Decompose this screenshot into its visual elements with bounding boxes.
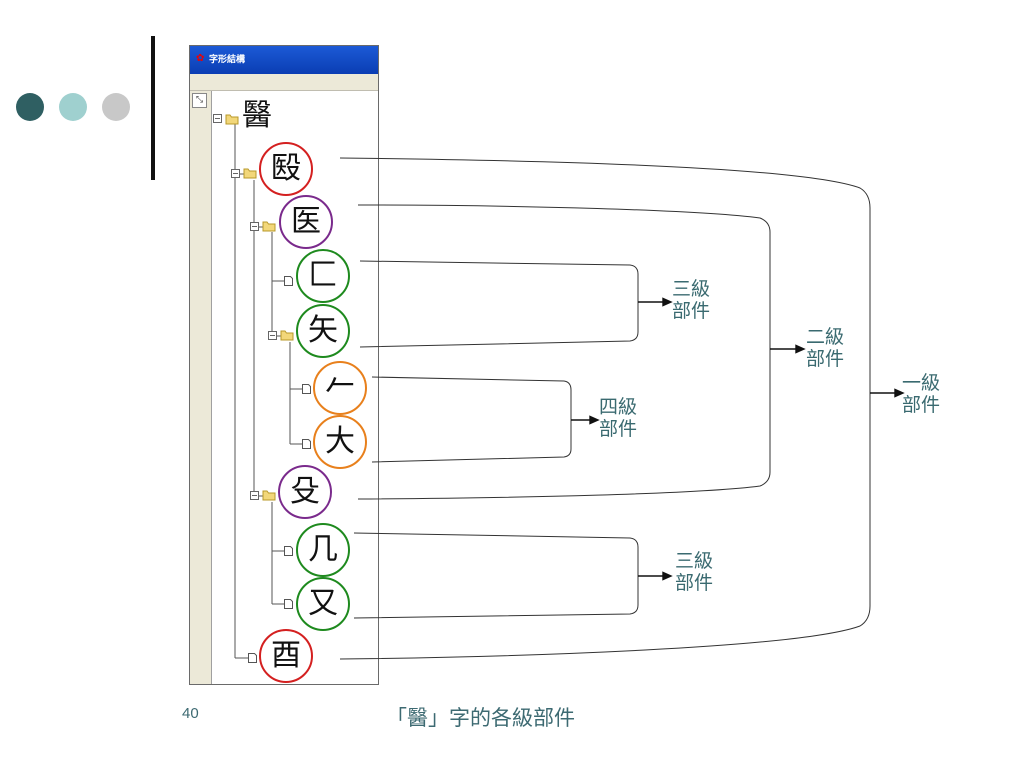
tree-node-level3[interactable]: 又 bbox=[296, 577, 350, 631]
label-level3-bottom: 三級 部件 bbox=[675, 550, 713, 594]
label-line: 部件 bbox=[902, 394, 941, 416]
label-level4: 四級 部件 bbox=[599, 396, 637, 440]
decor-dot-gray bbox=[102, 93, 130, 121]
window-title: 字形結構 bbox=[209, 55, 246, 65]
decor-dot-teal bbox=[59, 93, 87, 121]
label-line: 三級 bbox=[672, 278, 711, 300]
window-titlebar[interactable]: ✿ 字形結構 bbox=[190, 46, 378, 74]
label-line: 部件 bbox=[675, 572, 714, 594]
decor-vertical-bar bbox=[151, 36, 155, 180]
pointer-tool-icon[interactable]: ⤡ bbox=[192, 93, 207, 108]
tree-node-level2[interactable]: 殳 bbox=[278, 465, 332, 519]
file-icons bbox=[248, 276, 311, 663]
tree-node-level2[interactable]: 医 bbox=[279, 195, 333, 249]
menu-strip bbox=[190, 74, 378, 91]
arrow-icons bbox=[571, 297, 905, 581]
label-line: 三級 bbox=[675, 550, 714, 572]
tree-node-level3[interactable]: 几 bbox=[296, 523, 350, 577]
decor-dot-dark bbox=[16, 93, 44, 121]
label-line: 部件 bbox=[806, 348, 845, 370]
label-line: 部件 bbox=[599, 418, 638, 440]
label-line: 一級 bbox=[902, 372, 941, 394]
label-level3-top: 三級 部件 bbox=[672, 278, 710, 322]
tree-node-level1[interactable]: 殹 bbox=[259, 142, 313, 196]
tree-node-level3[interactable]: 匚 bbox=[296, 249, 350, 303]
tree-node-level4[interactable]: 大 bbox=[313, 415, 367, 469]
tree-root-char[interactable]: 醫 bbox=[242, 98, 272, 133]
slide-caption: 「醫」字的各級部件 bbox=[386, 706, 575, 730]
page-number: 40 bbox=[182, 705, 199, 722]
label-line: 二級 bbox=[806, 326, 845, 348]
tree-node-level4[interactable]: 𠂉 bbox=[313, 361, 367, 415]
app-logo-icon: ✿ bbox=[196, 53, 205, 64]
tree-node-level1[interactable]: 酉 bbox=[259, 629, 313, 683]
label-line: 四級 bbox=[599, 396, 638, 418]
label-line: 部件 bbox=[672, 300, 711, 322]
tree-node-level3[interactable]: 矢 bbox=[296, 304, 350, 358]
folder-icons bbox=[225, 114, 294, 501]
expander-icons bbox=[213, 114, 277, 500]
label-level1: 一級 部件 bbox=[902, 372, 940, 416]
label-level2: 二級 部件 bbox=[806, 326, 844, 370]
tool-strip: ⤡ bbox=[190, 91, 212, 684]
